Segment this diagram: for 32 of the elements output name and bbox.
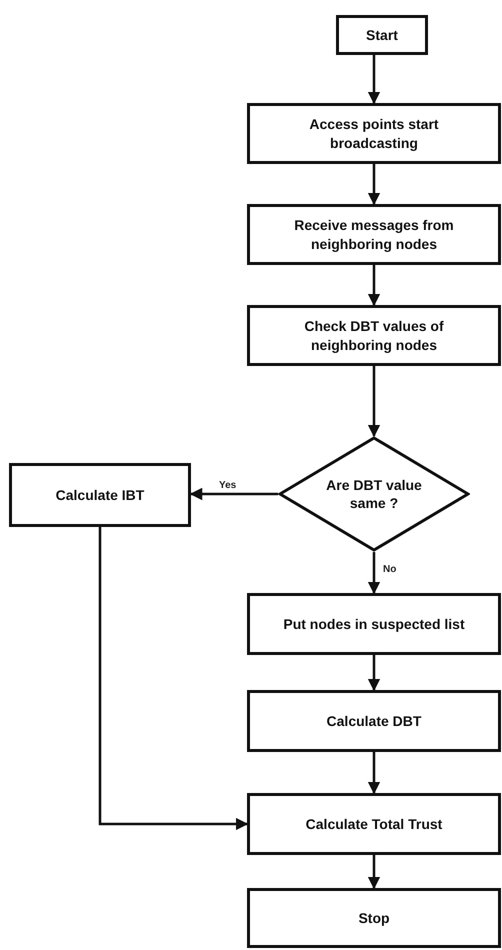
process-box [247,103,501,164]
process-box [9,463,191,527]
process-box [247,204,501,265]
arrow [368,655,380,692]
arrow [190,488,278,500]
node-text: Calculate DBT [326,712,422,730]
edge-label: No [382,564,398,575]
arrow [368,855,380,890]
arrow [98,527,248,830]
node-text: Calculate IBT [54,486,146,504]
arrow [368,55,380,104]
process-box [247,593,501,655]
node-text: Stop [357,908,391,928]
node-text: Are DBT value same ? [325,476,423,512]
edge-label: Yes [218,480,238,491]
arrow [368,752,380,794]
arrow [368,265,380,306]
arrow [368,552,380,594]
node-text: Access points start broadcasting [308,115,440,152]
node-text: Start [365,26,399,44]
process-box [336,15,428,55]
node-text: Check DBT values of neighboring nodes [303,317,445,354]
decision-diamond [278,436,470,552]
node-text: Receive messages from neighboring nodes [293,216,455,253]
process-box [247,888,501,948]
process-box [247,793,501,855]
arrow [368,164,380,206]
node-text: Calculate Total Trust [304,814,444,834]
process-box [247,305,501,366]
arrow [368,366,380,438]
node-text: Put nodes in suspected list [282,614,466,634]
process-box [247,690,501,752]
